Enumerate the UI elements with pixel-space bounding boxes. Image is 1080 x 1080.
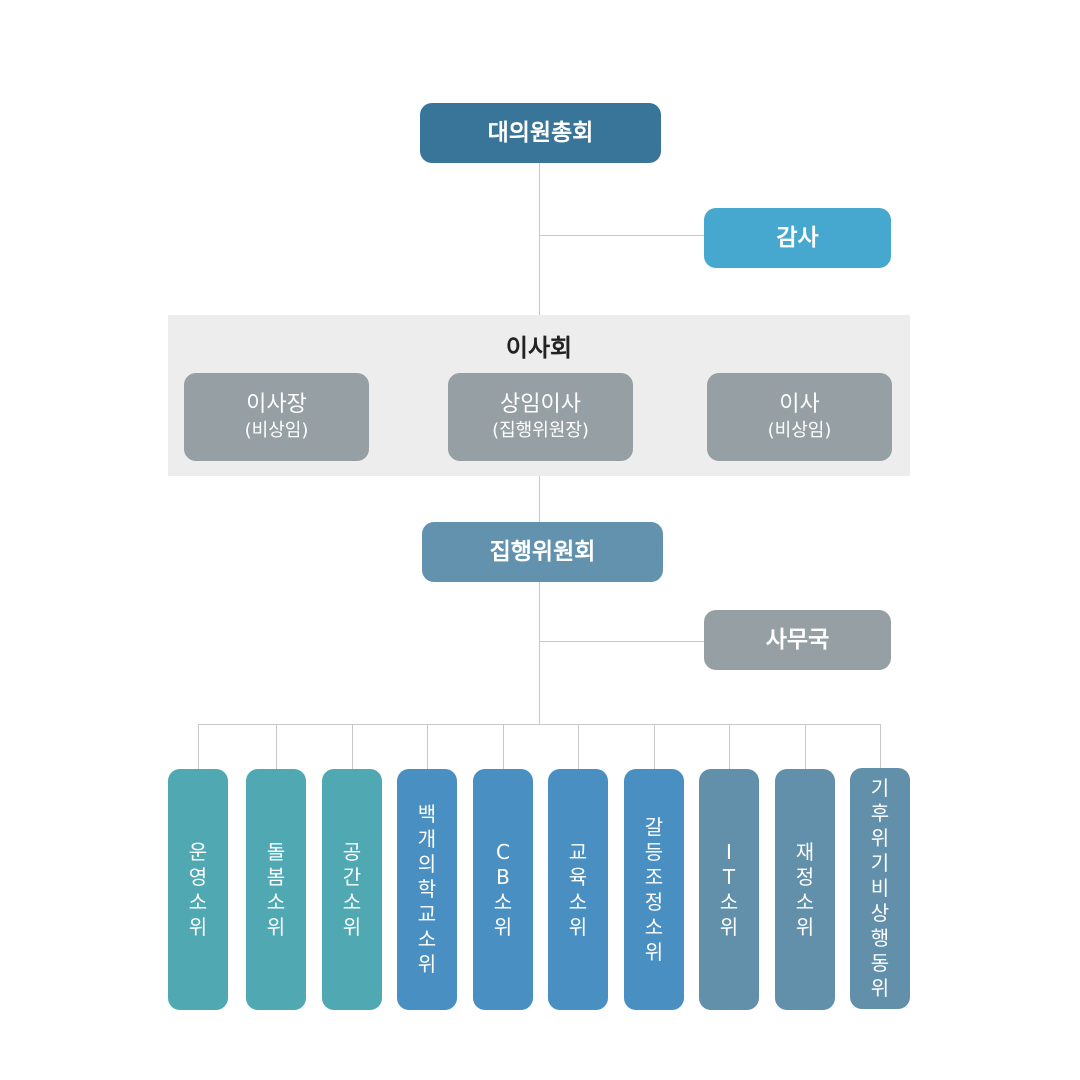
connector-auditor — [539, 235, 705, 236]
executive-committee-box: 집행위원회 — [422, 522, 663, 582]
executive-committee-label: 집행위원회 — [489, 538, 596, 565]
connector-drop — [654, 724, 655, 769]
auditor-label: 감사 — [776, 224, 819, 251]
director-note: (비상임) — [767, 420, 832, 442]
connector-drop — [198, 724, 199, 769]
connector-drop — [427, 724, 428, 769]
connector-trunk-top — [539, 162, 540, 315]
connector-secretariat — [539, 641, 705, 642]
auditor-box: 감사 — [704, 208, 891, 268]
connector-trunk-bottom — [539, 476, 540, 725]
connector-drop — [578, 724, 579, 769]
chairman-note: (비상임) — [244, 420, 309, 442]
connector-drop — [729, 724, 730, 769]
general-assembly-box: 대의원총회 — [420, 103, 661, 163]
director-box: 이사 (비상임) — [707, 373, 892, 461]
general-assembly-label: 대의원총회 — [487, 119, 594, 146]
board-title: 이사회 — [505, 334, 573, 362]
chairman-title: 이사장 — [246, 392, 307, 417]
standing-director-box: 상임이사 (집행위원장) — [448, 373, 633, 461]
secretariat-label: 사무국 — [765, 626, 830, 653]
connector-drop — [276, 724, 277, 769]
connector-drop — [503, 724, 504, 769]
connector-drop — [352, 724, 353, 769]
secretariat-box: 사무국 — [704, 610, 891, 670]
director-title: 이사 — [779, 392, 820, 417]
standing-director-title: 상임이사 — [500, 392, 581, 417]
connector-drop — [880, 724, 881, 769]
chairman-box: 이사장 (비상임) — [184, 373, 369, 461]
connector-drop — [805, 724, 806, 769]
standing-director-note: (집행위원장) — [492, 420, 589, 442]
connector-subcommittee-bar — [198, 724, 881, 725]
